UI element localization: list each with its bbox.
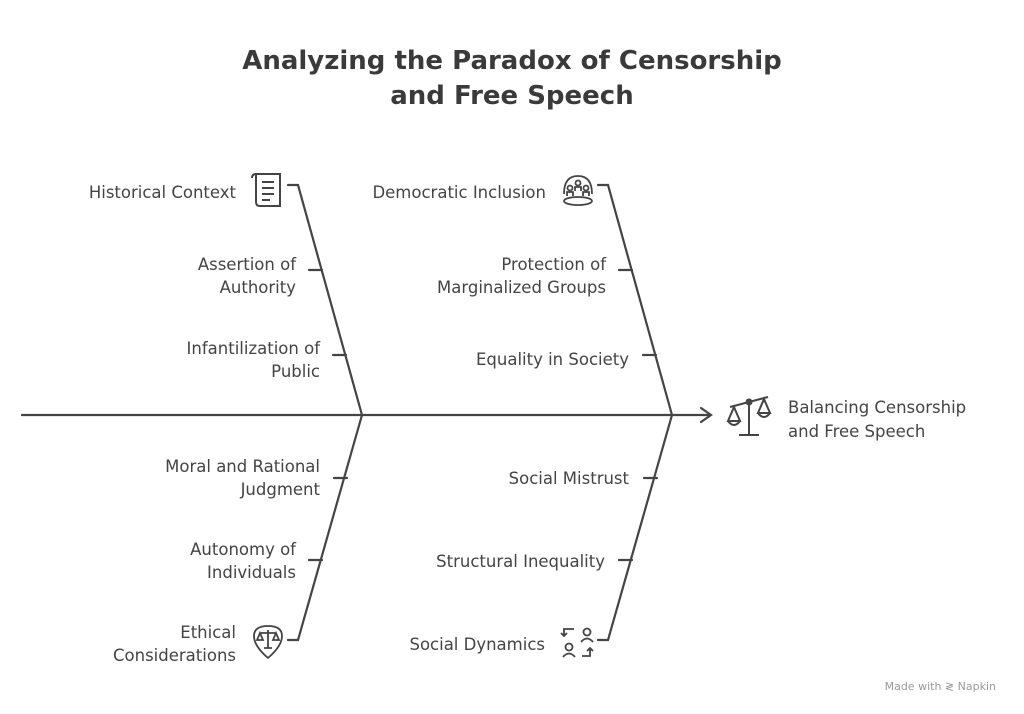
cause-autonomy-of-individuals: Autonomy of Individuals: [190, 538, 296, 584]
cause-label: Social Dynamics: [409, 635, 545, 654]
title-line-1: Analyzing the Paradox of Censorship: [242, 46, 782, 76]
napkin-logo-icon: ≷: [944, 680, 955, 693]
cause-infantilization-of-public: Infantilization of Public: [187, 337, 320, 383]
cause-label: Public: [271, 362, 320, 381]
footer-brand: Napkin: [957, 680, 996, 693]
bone-upper-left: [286, 183, 364, 417]
cause-label: Equality in Society: [475, 350, 629, 369]
cause-structural-inequality: Structural Inequality: [436, 550, 605, 573]
effect-label: Balancing Censorship and Free Speech: [788, 396, 966, 444]
footer-label: Made with: [884, 680, 942, 693]
cause-equality-in-society: Equality in Society: [476, 348, 629, 371]
cause-label: Moral and Rational: [165, 457, 320, 476]
cause-assertion-of-authority: Assertion of Authority: [198, 253, 296, 299]
bone-lower-right: [596, 413, 674, 642]
bone-lower-left: [286, 413, 364, 642]
made-with-napkin[interactable]: Made with ≷ Napkin: [885, 680, 996, 693]
ethics-scales-icon: [253, 625, 283, 660]
cause-label: Infantilization of: [186, 339, 320, 358]
cause-social-dynamics: Social Dynamics: [409, 633, 545, 656]
bone-upper-right: [596, 183, 674, 417]
tick: [617, 268, 659, 562]
cause-label: Considerations: [113, 646, 236, 665]
tick: [307, 268, 349, 562]
cause-social-mistrust: Social Mistrust: [509, 467, 629, 490]
cause-label: Social Mistrust: [508, 469, 629, 488]
spine-arrowhead: [699, 406, 713, 424]
cause-democratic-inclusion: Democratic Inclusion: [372, 181, 546, 204]
scales-icon: [726, 396, 772, 436]
cause-label: Ethical: [180, 623, 236, 642]
group-icon: [563, 175, 593, 206]
cause-label: Individuals: [207, 563, 296, 582]
cause-label: Marginalized Groups: [437, 278, 606, 297]
cause-label: Judgment: [240, 480, 320, 499]
effect-line-2: and Free Speech: [788, 422, 926, 441]
scroll-icon: [251, 173, 281, 207]
effect-line-1: Balancing Censorship: [788, 398, 967, 417]
cause-label: Democratic Inclusion: [372, 183, 546, 202]
cause-historical-context: Historical Context: [89, 181, 236, 204]
cause-label: Historical Context: [88, 183, 236, 202]
title-line-2: and Free Speech: [390, 81, 634, 111]
cause-label: Protection of: [501, 255, 606, 274]
cause-label: Authority: [219, 278, 296, 297]
diagram-title: Analyzing the Paradox of Censorship and …: [0, 44, 1024, 114]
exchange-people-icon: [560, 627, 594, 658]
cause-protection-of-marginalized-groups: Protection of Marginalized Groups: [437, 253, 606, 299]
cause-label: Structural Inequality: [436, 552, 605, 571]
cause-label: Autonomy of: [190, 540, 296, 559]
cause-label: Assertion of: [197, 255, 296, 274]
